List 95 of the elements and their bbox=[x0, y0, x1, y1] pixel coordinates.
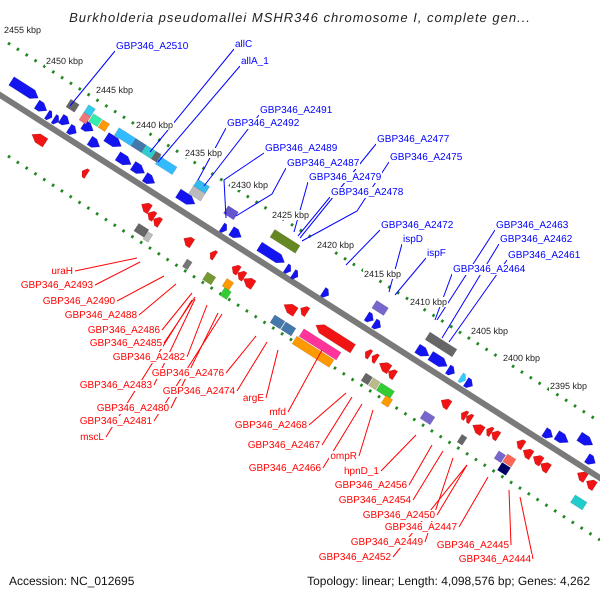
gene-label: GBP346_A2450 bbox=[362, 510, 436, 521]
gene-label: GBP346_A2482 bbox=[112, 352, 186, 363]
scale-label: 2430 kbp bbox=[230, 180, 270, 190]
leader-line bbox=[436, 230, 496, 320]
scale-label: 2420 kbp bbox=[316, 240, 356, 250]
gene-label: mfd bbox=[268, 407, 287, 418]
scale-label: 2395 kbp bbox=[549, 381, 588, 391]
gene-label: GBP346_A2449 bbox=[350, 537, 424, 548]
leader-line bbox=[442, 244, 500, 338]
leader-line bbox=[436, 464, 468, 516]
leader-line bbox=[408, 444, 432, 486]
leader-line bbox=[186, 304, 208, 358]
gene-label: uraH bbox=[50, 266, 74, 277]
gene-label: GBP346_A2447 bbox=[384, 522, 458, 533]
gene-label: allC bbox=[234, 39, 254, 50]
leader-line bbox=[162, 292, 192, 330]
gene-label: mscL bbox=[79, 432, 105, 443]
scale-label: 2415 kbp bbox=[363, 269, 402, 279]
gene-label: GBP346_A2488 bbox=[64, 310, 138, 321]
leader-line bbox=[288, 350, 322, 412]
leader-line bbox=[158, 66, 240, 162]
gene-label: GBP346_A2476 bbox=[150, 368, 225, 379]
accession-text: Accession: NC_012695 bbox=[9, 574, 134, 588]
gene-label: ispF bbox=[426, 248, 447, 259]
gene-label: GBP346_A2472 bbox=[380, 220, 454, 231]
leader-line bbox=[358, 410, 374, 456]
scale-label: 2455 kbp bbox=[3, 25, 42, 35]
gene-label: GBP346_A2444 bbox=[458, 554, 532, 565]
scale-label: 2400 kbp bbox=[502, 353, 542, 363]
gene-label: GBP346_A2477 bbox=[376, 134, 450, 145]
leader-line bbox=[412, 450, 444, 500]
leader-line bbox=[70, 50, 116, 106]
gene-label: GBP346_A2464 bbox=[452, 264, 526, 275]
leader-line bbox=[322, 396, 352, 446]
gene-label: GBP346_A2480 bbox=[96, 403, 170, 414]
leader-line bbox=[308, 392, 346, 426]
gene-label: GBP346_A2510 bbox=[115, 41, 190, 52]
gene-label: GBP346_A2493 bbox=[20, 280, 94, 291]
gene-label: GBP346_A2486 bbox=[86, 325, 161, 336]
scale-label: 2410 kbp bbox=[409, 297, 448, 307]
gene-label: GBP346_A2461 bbox=[507, 250, 582, 261]
gene-label: GBP346_A2489 bbox=[264, 143, 338, 154]
gene-label: ispD bbox=[402, 234, 424, 245]
genome-stats-text: Topology: linear; Length: 4,098,576 bp; Genes: 4,262 bbox=[307, 574, 590, 588]
gene-label: GBP346_A2468 bbox=[234, 420, 308, 431]
leader-line bbox=[226, 336, 256, 374]
leader-line bbox=[322, 404, 362, 468]
scale-label: 2425 kbp bbox=[271, 210, 310, 220]
leader-line bbox=[394, 258, 426, 296]
gene-label: GBP346_A2452 bbox=[318, 552, 392, 563]
gene-label: GBP346_A2456 bbox=[334, 480, 408, 491]
gene-label: GBP346_A2483 bbox=[78, 380, 153, 391]
leader-line bbox=[236, 168, 286, 216]
gene-label: GBP346_A2485 bbox=[88, 338, 163, 349]
scale-label: 2445 kbp bbox=[95, 85, 134, 95]
gene-label: GBP346_A2474 bbox=[162, 386, 236, 397]
leader-line bbox=[448, 260, 508, 342]
gene-label: GBP346_A2479 bbox=[308, 172, 382, 183]
chart-title: Burkholderia pseudomallei MSHR346 chromosome I, complete gen... bbox=[69, 10, 531, 25]
gene-label: GBP346_A2492 bbox=[226, 118, 300, 129]
leader-line bbox=[298, 196, 330, 236]
leader-line bbox=[138, 284, 176, 316]
gene-label: GBP346_A2463 bbox=[495, 220, 570, 231]
leader-line bbox=[94, 262, 140, 286]
leader-line bbox=[74, 258, 138, 272]
gene-label: allA_1 bbox=[240, 56, 270, 67]
scale-label: 2450 kbp bbox=[45, 56, 84, 66]
gene-label: ompR bbox=[329, 451, 358, 462]
leader-line bbox=[266, 350, 278, 398]
scale-label: 2435 kbp bbox=[184, 148, 224, 158]
leader-line bbox=[150, 48, 234, 152]
gene-label: GBP346_A2454 bbox=[338, 495, 412, 506]
leader-line bbox=[458, 476, 488, 528]
gene-label: GBP346_A2478 bbox=[330, 187, 404, 198]
gene-label: GBP346_A2462 bbox=[499, 234, 574, 245]
leader-line bbox=[116, 276, 164, 302]
gene-label: GBP346_A2475 bbox=[389, 152, 464, 163]
leader-line bbox=[164, 296, 196, 344]
gene-label: GBP346_A2466 bbox=[248, 463, 322, 474]
gene-label: argE bbox=[242, 393, 265, 404]
leader-line bbox=[236, 342, 268, 392]
leader-line bbox=[380, 434, 416, 472]
gene-label: GBP346_A2467 bbox=[246, 440, 321, 451]
scale-label: 2440 kbp bbox=[135, 120, 174, 130]
gene-label: GBP346_A2487 bbox=[286, 158, 360, 169]
gene-label: GBP346_A2445 bbox=[436, 540, 510, 551]
gene-label: hpnD_1 bbox=[342, 466, 380, 477]
leader-line bbox=[223, 152, 264, 218]
leader-line bbox=[346, 230, 380, 266]
leader-line bbox=[508, 490, 512, 546]
gene-label: GBP346_A2481 bbox=[78, 416, 153, 427]
gene-label: GBP346_A2491 bbox=[259, 105, 334, 116]
leader-line bbox=[520, 496, 534, 560]
gene-label: GBP346_A2490 bbox=[42, 296, 116, 307]
scale-label: 2405 kbp bbox=[470, 326, 510, 336]
